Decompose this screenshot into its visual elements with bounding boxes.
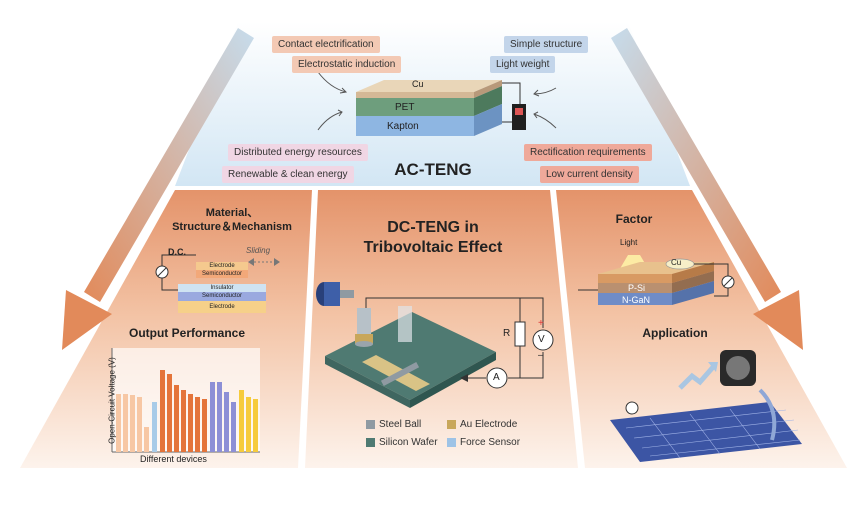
small-arrows [317, 71, 557, 131]
right-flow-arrow [611, 28, 803, 350]
layer-insulator: Insulator [210, 285, 234, 291]
chart-bar-13 [210, 382, 215, 452]
legend-silicon-wafer: Silicon Wafer [379, 437, 438, 448]
meter-icon [512, 104, 526, 130]
label-renewable-energy: Renewable & clean energy [222, 166, 354, 183]
chart-bar-16 [231, 402, 236, 452]
left-structure [155, 254, 280, 313]
left-heading-line2: Structure＆Mechanism [172, 221, 292, 233]
chart-bar-8 [174, 385, 179, 452]
layer-kapton: Kapton [387, 121, 419, 132]
label-rectification-requirements: Rectification requirements [524, 144, 652, 161]
layer-cu: Cu [412, 79, 424, 89]
legend-au-electrode: Au Electrode [460, 419, 518, 430]
label-light-weight: Light weight [490, 56, 556, 73]
left-heading-line1: Material、 [205, 207, 259, 219]
light-label: Light [620, 238, 638, 247]
sliding-label: Sliding [246, 246, 271, 255]
application-title: Application [642, 326, 708, 340]
layer-electrode-bottom: Electrode [209, 304, 235, 310]
ac-teng-title: AC-TENG [394, 160, 472, 179]
label-low-current-density: Low current density [540, 166, 639, 183]
application-graphics [610, 350, 802, 462]
chart-bar-10 [188, 394, 193, 452]
chart-bar-6 [160, 370, 165, 452]
chart-bar-19 [253, 399, 258, 452]
left-heading: Material、 Structure＆Mechanism [172, 206, 292, 234]
chart-bar-18 [246, 397, 251, 452]
chart-bar-3 [137, 397, 142, 452]
chart-bar-12 [202, 399, 207, 452]
chart-bar-14 [217, 382, 222, 452]
resistor-label: R [503, 328, 511, 339]
dc-teng-title-line1: DC-TENG in [387, 219, 479, 236]
layer-semiconductor-bottom: Semiconductor [201, 293, 243, 299]
layer-semiconductor-top: Semiconductor [201, 271, 243, 277]
chart-bar-15 [224, 392, 229, 452]
label-electrostatic-induction: Electrostatic induction [292, 56, 402, 73]
cu-label: Cu [671, 258, 682, 267]
dc-teng-title-line2: Tribovoltaic Effect [363, 239, 503, 256]
label-simple-structure: Simple structure [504, 36, 589, 53]
output-performance-title: Output Performance [128, 326, 245, 340]
minus-sign: – [538, 350, 544, 361]
plus-sign: + [538, 318, 544, 329]
chart-xlabel: Different devices [140, 454, 207, 464]
chart-bar-7 [167, 374, 172, 452]
factor-title: Factor [615, 212, 653, 226]
chart-bar-1 [123, 394, 128, 452]
chart-bars [116, 370, 258, 452]
ammeter-label: A [493, 372, 500, 383]
legend-steel-ball: Steel Ball [379, 419, 422, 430]
chart-bar-11 [195, 397, 200, 452]
chart-bar-4 [144, 427, 149, 452]
left-flow-arrow [62, 28, 254, 350]
dc-teng-title: DC-TENG in Tribovoltaic Effect [348, 218, 518, 258]
chart-ylabel: Open-Circuit Voltage (V) [107, 357, 117, 444]
label-distributed-energy: Distributed energy resources [228, 144, 368, 161]
chart-bar-5 [152, 402, 157, 452]
voltmeter-label: V [538, 334, 545, 345]
psi-label: P-Si [628, 283, 646, 293]
ac-teng-device [356, 80, 526, 136]
legend-force-sensor: Force Sensor [460, 437, 521, 448]
layer-pet: PET [395, 102, 415, 113]
chart-bar-2 [130, 395, 135, 452]
tribovoltaic-setup [316, 282, 554, 447]
chart-bar-9 [181, 390, 186, 452]
label-contact-electrification: Contact electrification [272, 36, 380, 53]
layer-electrode-top: Electrode [209, 263, 235, 269]
ngan-label: N-GaN [622, 295, 651, 305]
factor-device [578, 255, 735, 305]
chart-bar-0 [116, 394, 121, 452]
dc-label: D.C. [168, 247, 186, 257]
chart-bar-17 [239, 390, 244, 452]
